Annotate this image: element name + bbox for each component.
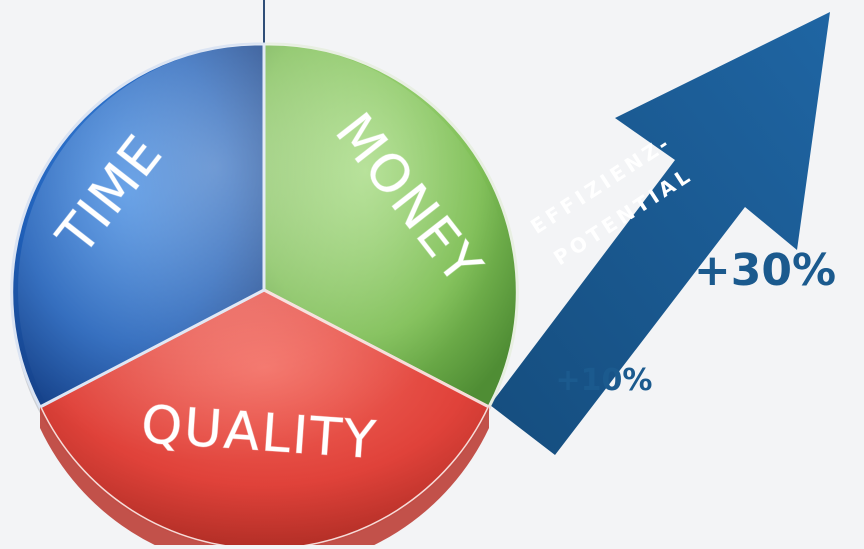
pie-highlight	[18, 44, 510, 536]
efficiency-arrow	[490, 12, 830, 455]
value-small: +10%	[556, 363, 653, 398]
value-large: +30%	[694, 245, 836, 296]
